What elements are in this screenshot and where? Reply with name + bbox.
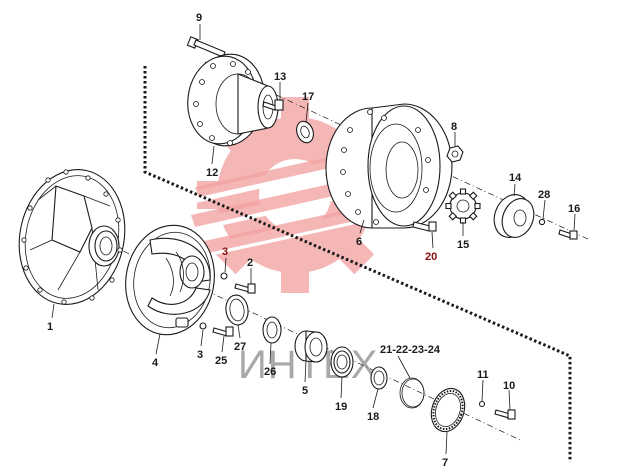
part-17-seal-ring	[296, 120, 314, 144]
assembly-frame	[143, 66, 572, 462]
part-26-ring	[262, 316, 282, 344]
part-16-screw	[558, 229, 578, 240]
callout-2: 2	[247, 257, 253, 269]
callout-25: 25	[215, 355, 227, 367]
part-25-bolt	[212, 326, 234, 337]
part-28-washer	[538, 218, 546, 226]
part-2-screw	[234, 283, 256, 294]
callout-5: 5	[302, 385, 308, 397]
callout-18: 18	[367, 411, 379, 423]
part-27-o-ring	[225, 294, 249, 326]
callout-7: 7	[442, 457, 448, 469]
part-19-seal	[330, 346, 354, 378]
callout-26: 26	[264, 366, 276, 378]
part-9-bolt	[186, 36, 226, 58]
callout-28: 28	[538, 189, 550, 201]
part-3-washer-upper	[220, 272, 228, 280]
part-4-brake-assembly	[125, 224, 215, 336]
part-7-tone-ring	[430, 387, 466, 433]
callout-1: 1	[47, 321, 53, 333]
callout-21-22-23-24: 21-22-23-24	[380, 344, 441, 356]
part-14-hub-cap	[493, 194, 535, 238]
callout-3-lower: 3	[197, 349, 203, 361]
callout-6: 6	[356, 236, 362, 248]
part-20-stud	[412, 221, 437, 232]
callout-19: 19	[335, 401, 347, 413]
callout-4: 4	[152, 357, 159, 369]
part-6-brake-drum	[325, 103, 453, 229]
callout-20: 20	[425, 251, 437, 263]
callout-17: 17	[302, 91, 314, 103]
callout-9: 9	[196, 12, 202, 24]
callout-16: 16	[568, 203, 580, 215]
part-8-nut	[446, 145, 464, 163]
callout-12: 12	[206, 167, 218, 179]
part-10-bolt	[494, 409, 516, 420]
callout-3-upper: 3	[222, 246, 228, 258]
part-21-24-shims	[399, 377, 425, 409]
callout-13: 13	[274, 71, 286, 83]
part-18-ring	[370, 366, 388, 390]
part-11-washer	[478, 400, 486, 408]
callout-15: 15	[457, 239, 469, 251]
part-5-bearing	[294, 330, 328, 363]
leader-lines	[51, 24, 576, 455]
callout-8: 8	[451, 121, 457, 133]
part-3-washer-lower	[199, 322, 207, 330]
callout-14: 14	[509, 172, 522, 184]
part-1-backing-plate	[18, 169, 126, 305]
part-15-gear-ring	[445, 188, 481, 224]
callout-10: 10	[503, 380, 515, 392]
callout-labels: 9 13 17 8 12 14 28 16 6 15 20 3 2 1 4 3 …	[47, 12, 580, 469]
callout-27: 27	[234, 341, 246, 353]
callout-11: 11	[477, 369, 489, 381]
part-13-screw	[262, 99, 284, 111]
